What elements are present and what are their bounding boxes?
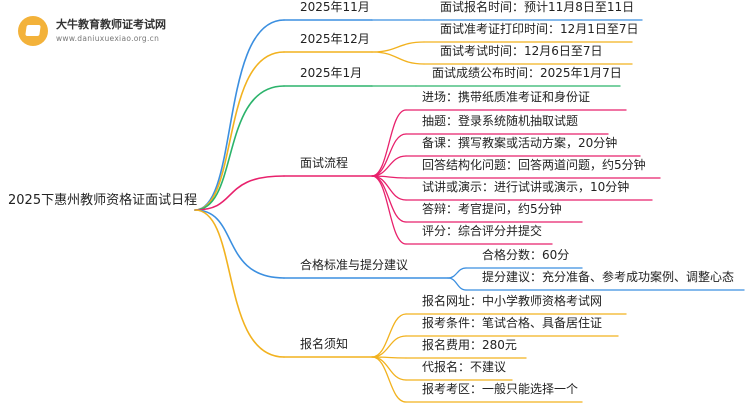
logo: 大牛教育教师证考试网 www.daniuxuexiao.org.cn <box>18 14 218 50</box>
leaf-topic: 面试报名时间：预计11月8日至11日 <box>440 0 635 14</box>
connector-line <box>447 277 467 291</box>
leaf-topic: 合格分数：60分 <box>482 248 570 262</box>
branch-topic: 2025年1月 <box>300 66 363 80</box>
leaf-topic: 面试准考证打印时间：12月1日至7日 <box>440 22 639 36</box>
leaf-topic: 评分：综合评分并提交 <box>422 224 543 238</box>
leaf-topic: 回答结构化问题：回答两道问题，约5分钟 <box>422 158 646 172</box>
leaf-topic: 面试成绩公布时间：2025年1月7日 <box>432 66 622 80</box>
connector-line <box>371 175 407 201</box>
leaf-topic: 抽题：登录系统随机抽取试题 <box>422 114 579 128</box>
branch-topic: 合格标准与提分建议 <box>300 258 409 272</box>
connector-line <box>447 267 467 279</box>
logo-mark <box>18 16 48 46</box>
leaf-topic: 报名网址：中小学教师资格考试网 <box>422 294 603 308</box>
connector-line <box>371 175 407 245</box>
connector-line <box>371 313 407 358</box>
connector-line <box>194 85 285 211</box>
connector-line <box>371 356 407 403</box>
branch-topic: 报名须知 <box>300 337 349 351</box>
leaf-topic: 面试考试时间：12月6日至7日 <box>440 44 603 58</box>
logo-title: 大牛教育教师证考试网 <box>56 18 166 31</box>
connector-line <box>371 133 407 177</box>
branch-topic: 2025年11月 <box>300 0 370 14</box>
connector-line <box>194 19 285 211</box>
connector-line <box>371 41 425 53</box>
connector-line <box>371 335 407 358</box>
leaf-topic: 报考条件：笔试合格、具备居住证 <box>422 316 603 330</box>
leaf-topic: 备课：撰写教案或活动方案，20分钟 <box>422 136 618 150</box>
leaf-topic: 试讲或演示：进行试讲或演示，10分钟 <box>422 180 630 194</box>
logo-url: www.daniuxuexiao.org.cn <box>56 34 160 43</box>
branch-topic: 2025年12月 <box>300 32 370 46</box>
leaf-topic: 答辩：考官提问，约5分钟 <box>422 202 562 216</box>
connector-line <box>371 51 425 65</box>
leaf-topic: 提分建议：充分准备、参考成功案例、调整心态 <box>482 270 735 284</box>
leaf-topic: 进场：携带纸质准考证和身份证 <box>422 90 591 104</box>
connector-line <box>194 175 285 211</box>
leaf-topic: 代报名：不建议 <box>422 360 507 374</box>
connector-line <box>194 51 285 211</box>
root-topic: 2025下惠州教师资格证面试日程 <box>8 193 198 208</box>
leaf-topic: 报考考区：一般只能选择一个 <box>422 382 579 396</box>
connector-line <box>194 209 285 358</box>
leaf-topic: 报名费用：280元 <box>422 338 517 352</box>
connector-line <box>194 209 285 279</box>
branch-topic: 面试流程 <box>300 156 349 170</box>
connector-line <box>371 356 407 381</box>
